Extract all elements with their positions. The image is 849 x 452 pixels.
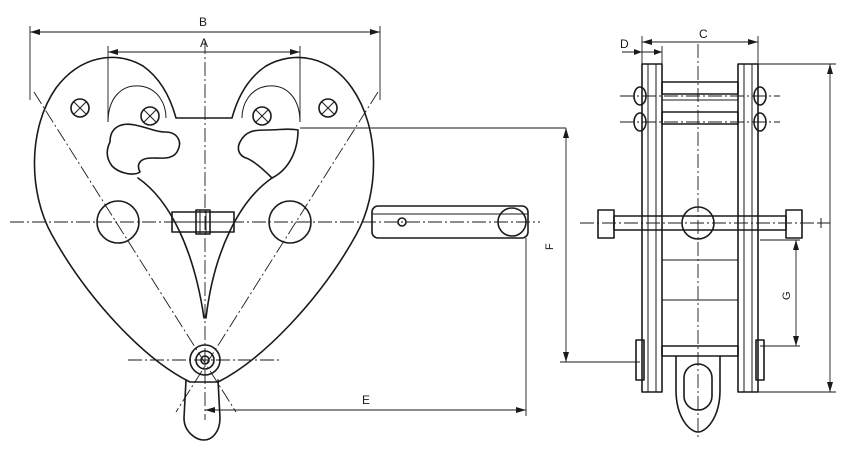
- dimension-label-d: D: [620, 37, 629, 51]
- dimension-label-g: G: [781, 291, 793, 300]
- screw-icon: [252, 106, 272, 126]
- diagonal-centerline-left: [33, 91, 237, 413]
- right-side-plate: [737, 63, 759, 393]
- right-jaw-hook: [237, 128, 299, 179]
- dimension-label-b: B: [199, 15, 207, 29]
- dimension-d: D: [620, 37, 663, 64]
- dimension-b: B: [29, 15, 381, 100]
- left-jaw-inner-edge: [137, 177, 205, 319]
- side-view: C D G: [580, 27, 836, 440]
- left-jaw-hook: [106, 123, 181, 175]
- right-upper-pocket: [241, 85, 301, 123]
- bottom-shackle: [183, 344, 221, 441]
- screw-icon: [318, 98, 338, 118]
- screw-icon: [140, 106, 160, 126]
- dimension-f: F: [300, 127, 640, 363]
- dimension-g: G: [760, 239, 800, 347]
- right-jaw-inner-edge: [205, 177, 273, 319]
- clamp-body-outline: [33, 56, 375, 383]
- dimension-label-a: A: [200, 36, 208, 50]
- dimension-label-c: C: [699, 27, 708, 41]
- front-view: B A E F: [10, 15, 640, 441]
- dimension-label-f: F: [544, 243, 556, 250]
- left-upper-pocket: [107, 85, 167, 123]
- dimension-a: A: [107, 36, 301, 122]
- dimension-e: E: [205, 238, 527, 416]
- diagonal-centerline-right: [175, 91, 379, 413]
- dimension-overall-height: [758, 63, 836, 393]
- left-side-plate: [641, 63, 663, 393]
- screw-icon: [70, 98, 90, 118]
- dimension-c: C: [641, 27, 759, 64]
- dimension-label-e: E: [362, 393, 370, 407]
